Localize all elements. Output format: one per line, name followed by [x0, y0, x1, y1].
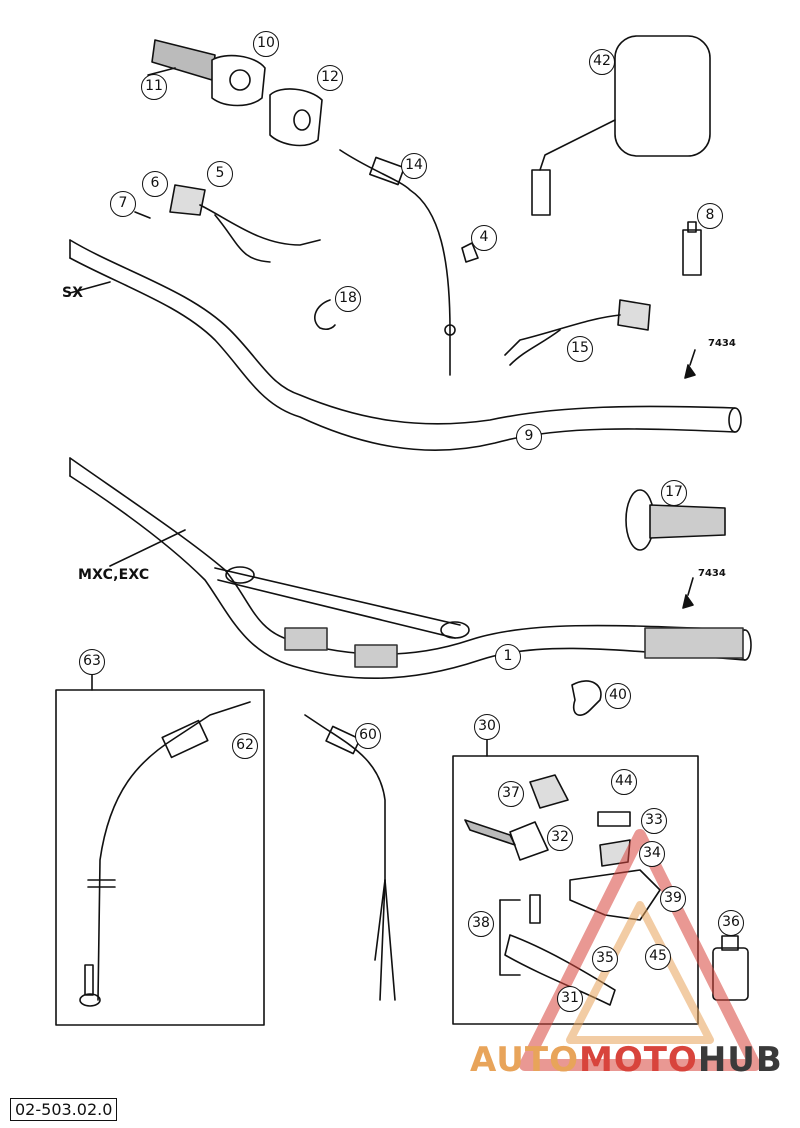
throttle-cap — [269, 88, 323, 147]
callout-37: 37 — [498, 781, 524, 807]
callout-31: 31 — [557, 986, 583, 1012]
callout-12: 12 — [317, 65, 343, 91]
callout-39: 39 — [660, 886, 686, 912]
clutch-cable — [304, 714, 396, 1001]
callout-38: 38 — [468, 911, 494, 937]
label-sx: SX — [62, 285, 84, 301]
callout-30: 30 — [474, 714, 500, 740]
callout-45: 45 — [645, 944, 671, 970]
callout-14: 14 — [401, 153, 427, 179]
ref-7434-top: 7434 — [708, 338, 736, 349]
callout-35: 35 — [592, 946, 618, 972]
callout-11: 11 — [141, 74, 167, 100]
watermark-part-hub: HUB — [697, 1040, 783, 1080]
clamp — [571, 680, 602, 716]
callout-34: 34 — [639, 841, 665, 867]
handlebar-mxc-exc — [69, 457, 752, 680]
document-number: 02-503.02.0 — [10, 1098, 118, 1121]
watermark-part-auto: AUTO — [470, 1040, 579, 1080]
callout-62: 62 — [232, 733, 258, 759]
throttle-cable — [339, 149, 456, 376]
switch-wiring — [504, 299, 651, 366]
callout-7: 7 — [110, 191, 136, 217]
kill-switch — [134, 184, 321, 263]
callout-15: 15 — [567, 336, 593, 362]
callout-33: 33 — [641, 808, 667, 834]
callout-40: 40 — [605, 683, 631, 709]
watermark-part-moto: MOTO — [578, 1040, 698, 1080]
mirror — [531, 35, 711, 216]
callout-6: 6 — [142, 171, 168, 197]
fluid-bottle-small — [682, 221, 702, 276]
callout-32: 32 — [547, 825, 573, 851]
callout-60: 60 — [355, 723, 381, 749]
callout-18: 18 — [335, 286, 361, 312]
handlebar-sx — [69, 239, 742, 451]
callout-8: 8 — [697, 203, 723, 229]
ref-7434-bottom: 7434 — [698, 568, 726, 579]
throttle-grip-assembly — [147, 39, 266, 107]
callout-10: 10 — [253, 31, 279, 57]
callout-17: 17 — [661, 480, 687, 506]
callout-44: 44 — [611, 769, 637, 795]
cap-4 — [461, 242, 479, 263]
watermark-text: AUTOMOTOHUB — [470, 1040, 783, 1080]
callout-36: 36 — [718, 910, 744, 936]
label-mxc-exc: MXC,EXC — [78, 567, 150, 583]
callout-5: 5 — [207, 161, 233, 187]
callout-63: 63 — [79, 649, 105, 675]
callout-9: 9 — [516, 424, 542, 450]
callout-1: 1 — [495, 644, 521, 670]
clip-ring — [314, 299, 336, 331]
frame-63 — [55, 689, 265, 1026]
handlebar-grip — [625, 489, 726, 551]
callout-4: 4 — [471, 225, 497, 251]
callout-42: 42 — [589, 49, 615, 75]
watermark-logo — [519, 829, 761, 1071]
